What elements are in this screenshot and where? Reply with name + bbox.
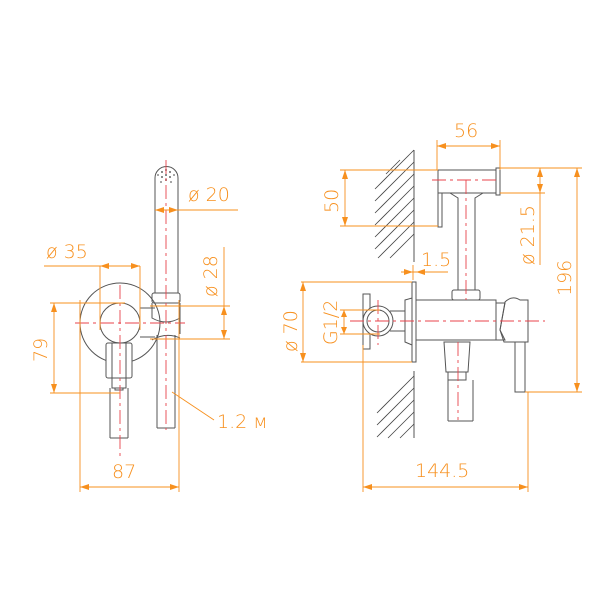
dim-total-depth: 144.5 [362,345,529,492]
wall [374,149,415,439]
dim-label: ø 70 [280,310,302,352]
dim-label: 87 [112,461,136,483]
dim-label: 1.2 м [217,411,268,433]
dim-thread: G1/2 [320,300,380,345]
dim-label: G1/2 [320,300,342,345]
dim-height: 79 [30,302,125,394]
lever-handle [105,342,133,439]
dim-spray-head-length: 56 [436,120,501,170]
dim-spray-diameter-side: ø 21.5 [500,167,545,265]
flange-plate [411,281,417,363]
dim-label: 79 [30,338,52,362]
dim-wall-gap: 1.5 [401,249,451,280]
dim-label: 144.5 [415,460,469,482]
dim-holder-height: 50 [321,169,438,227]
dim-label: 50 [321,189,343,213]
spray-nozzle-icon [157,169,175,183]
dim-label: ø 35 [46,241,88,263]
mixer-body [415,297,529,422]
dim-label: 56 [454,120,478,142]
dim-label: ø 21.5 [517,205,539,265]
spray-holder [437,167,501,301]
side-view: 56 50 ø 21.5 1.5 196 ø 70 [280,120,582,492]
dim-hose-length: 1.2 м [171,391,268,433]
dim-width: 87 [79,300,180,492]
dim-label: ø 20 [188,184,230,206]
dim-label: 196 [554,260,576,296]
inlet-connector [362,293,405,350]
dim-total-height: 196 [500,167,582,393]
dim-label: 1.5 [421,249,451,271]
dim-flange-diameter: ø 70 [280,281,412,363]
dim-valve-diameter: ø 35 [44,241,141,330]
front-view: ø 20 ø 35 ø 28 79 87 1.2 м [30,160,268,492]
dim-holder-diameter: ø 28 [150,247,230,340]
dim-spray-diameter: ø 20 [155,184,238,213]
dim-label: ø 28 [200,255,222,297]
